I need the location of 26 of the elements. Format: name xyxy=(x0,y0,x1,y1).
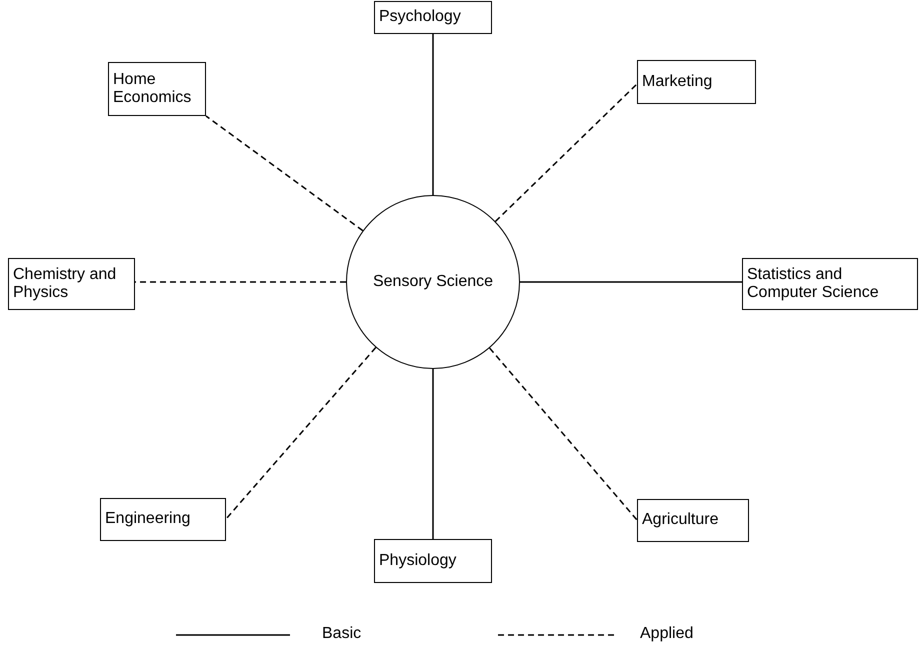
box-node xyxy=(100,498,226,541)
node-label: Statistics and Computer Science xyxy=(747,266,880,302)
box-node xyxy=(742,258,918,310)
node-label: Marketing xyxy=(642,72,712,92)
connector-line xyxy=(432,369,434,539)
box-node xyxy=(637,60,756,104)
connector-line xyxy=(494,83,638,222)
node-label: Agriculture xyxy=(642,511,718,530)
box-node xyxy=(374,539,492,583)
box-node xyxy=(637,499,749,542)
legend-label: Basic xyxy=(322,625,362,643)
box-node xyxy=(374,1,492,34)
connector-line xyxy=(432,34,434,195)
legend-label: Applied xyxy=(640,625,694,643)
node-label: Engineering xyxy=(105,510,190,529)
connector-line xyxy=(520,281,742,283)
box-node xyxy=(8,258,135,310)
node-label: Physiology xyxy=(379,552,456,570)
connector-line xyxy=(225,347,376,520)
node-label: Home Economics xyxy=(113,70,192,108)
connector-line xyxy=(206,115,364,232)
node-label: Sensory Science xyxy=(372,272,494,292)
connector-line xyxy=(489,348,638,520)
box-node xyxy=(108,62,206,116)
node-label: Chemistry and Physics xyxy=(13,266,118,302)
node-label: Psychology xyxy=(379,8,461,27)
